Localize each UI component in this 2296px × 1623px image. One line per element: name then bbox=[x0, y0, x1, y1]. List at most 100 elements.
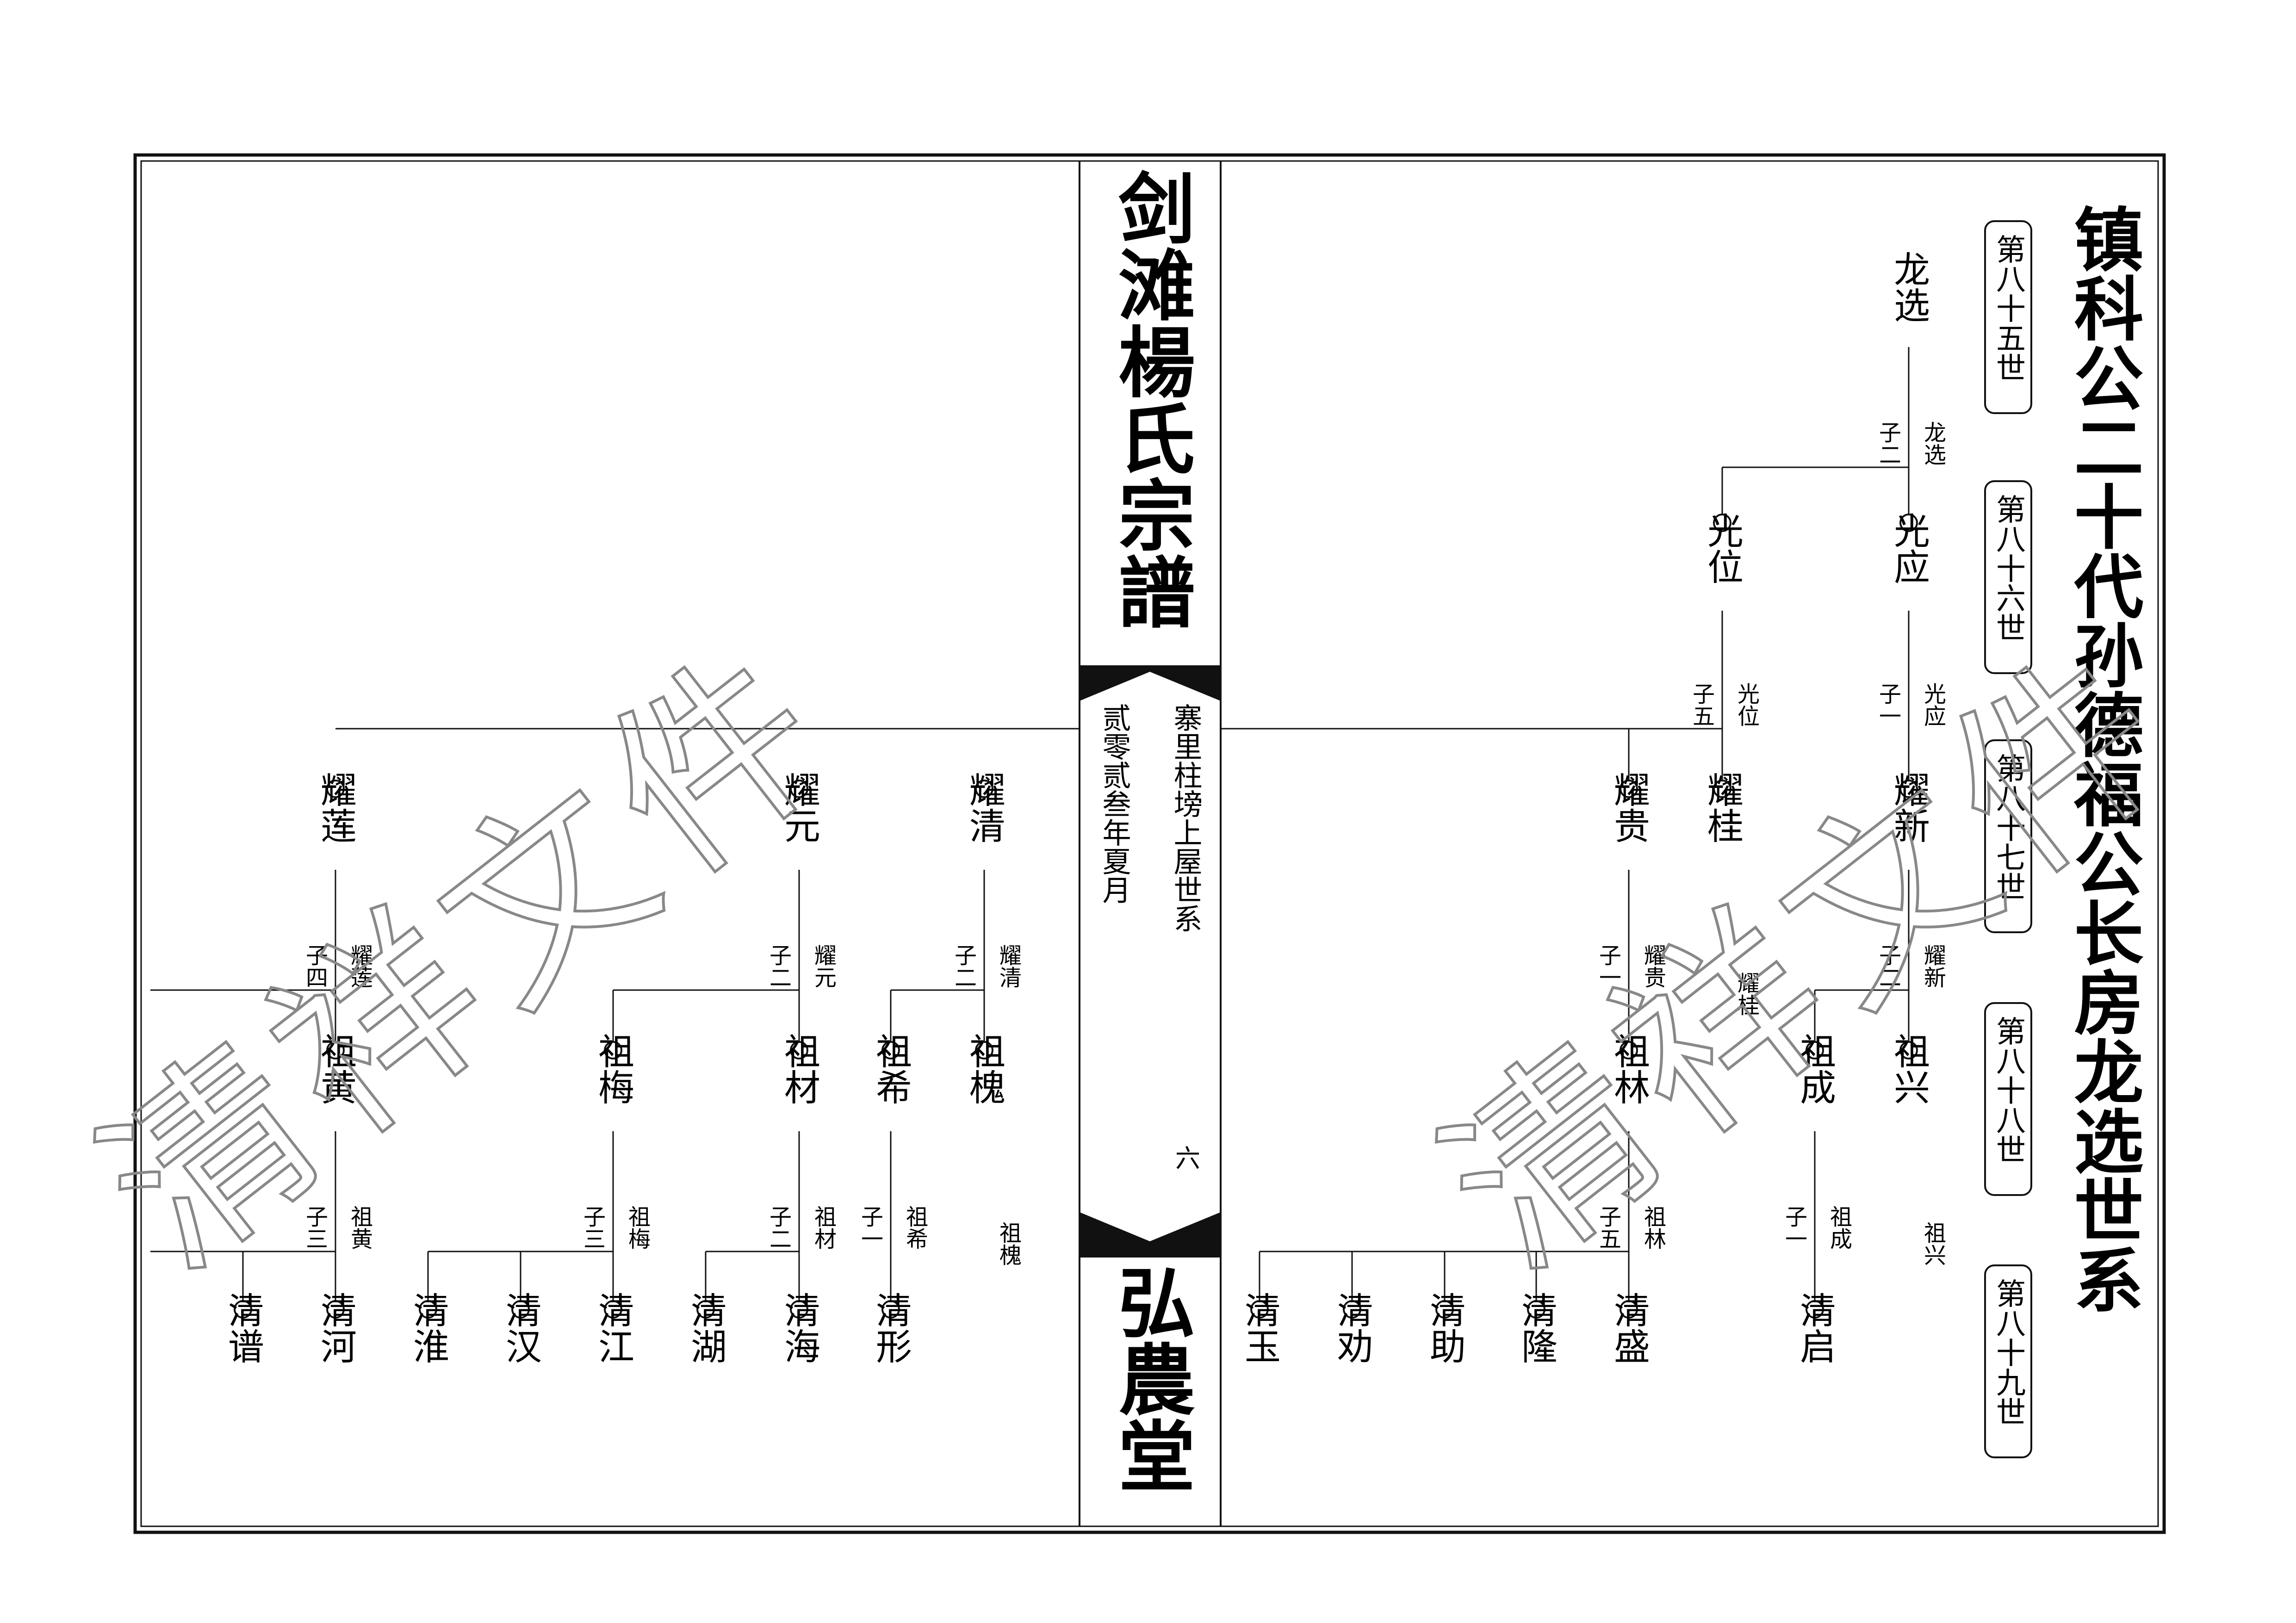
person-node-marker bbox=[1250, 1300, 1269, 1319]
outer-border bbox=[133, 153, 2166, 1534]
person-name: 清湖 bbox=[685, 1292, 726, 1364]
parent-name-label: 耀新 bbox=[1920, 944, 1946, 988]
person-name: 耀桂 bbox=[1701, 771, 1743, 843]
person-node-marker bbox=[326, 780, 345, 798]
generation-badge bbox=[1984, 1002, 2032, 1196]
parent-name-label: 龙选 bbox=[1920, 421, 1946, 465]
tree-lines bbox=[150, 347, 1910, 1301]
person-name: 清玉 bbox=[1239, 1292, 1280, 1364]
person-name: 祖梅 bbox=[592, 1033, 634, 1105]
parent-name-label: 祖梅 bbox=[624, 1205, 650, 1250]
spine: 剑滩楊氏宗譜 弘農堂 寨里柱塝上屋世系 贰零贰叁年夏月 六 bbox=[1079, 161, 1222, 1526]
person-name: 祖槐 bbox=[963, 1033, 1005, 1105]
person-node-marker bbox=[1899, 780, 1918, 798]
person-name: 祖成 bbox=[1794, 1033, 1836, 1105]
person-node-marker bbox=[234, 1300, 252, 1319]
son-count-label: 子五 bbox=[1688, 682, 1714, 727]
parent-name-label: 光应 bbox=[1920, 682, 1946, 727]
spine-title: 剑滩楊氏宗譜 bbox=[1105, 169, 1195, 630]
person-node-marker bbox=[975, 1041, 993, 1059]
person-name: 耀清 bbox=[963, 771, 1005, 843]
son-count-label: 子二 bbox=[1875, 944, 1901, 988]
person-node-marker bbox=[604, 1041, 622, 1059]
person-node-marker bbox=[326, 1041, 345, 1059]
generation-label: 第八十六世 bbox=[1991, 494, 2025, 642]
person-name: 耀新 bbox=[1888, 771, 1930, 843]
person-name: 清河 bbox=[315, 1292, 356, 1364]
parent-name-label: 祖希 bbox=[902, 1205, 928, 1250]
son-count-label: 子二 bbox=[765, 1205, 791, 1250]
person-name: 祖材 bbox=[778, 1033, 820, 1105]
person-name: 耀莲 bbox=[315, 771, 356, 843]
person-node-marker bbox=[975, 780, 993, 798]
person-name: 清助 bbox=[1424, 1292, 1465, 1364]
person-name: 祖林 bbox=[1608, 1033, 1650, 1105]
person-node-marker bbox=[1343, 1300, 1361, 1319]
person-name: 祖兴 bbox=[1888, 1033, 1930, 1105]
son-count-label: 子一 bbox=[857, 1205, 883, 1250]
son-count-label: 子一 bbox=[1875, 682, 1901, 727]
tree-annotations: 子二龙选子一光应子五光位子二耀新子一耀贵子二耀清子二耀元子四耀莲子一祖成子五祖林… bbox=[302, 421, 1946, 1266]
person-node-marker bbox=[604, 1300, 622, 1319]
person-node-marker bbox=[1620, 1041, 1638, 1059]
person-node-marker bbox=[1806, 1300, 1824, 1319]
parent-name-label: 耀贵 bbox=[1640, 944, 1666, 988]
generation-badge bbox=[1984, 220, 2032, 414]
tree-nodes: 龙选光应光位耀新耀桂耀贵耀清耀元耀莲祖兴祖成祖林祖槐祖希祖材祖梅祖黄清启清盛清隆… bbox=[222, 251, 1930, 1364]
parent-name-label: 祖材 bbox=[810, 1205, 836, 1250]
parent-name-label: 光位 bbox=[1733, 682, 1759, 727]
person-node-marker bbox=[326, 1300, 345, 1319]
person-node-marker bbox=[1620, 780, 1638, 798]
person-node-marker bbox=[1620, 1300, 1638, 1319]
person-name: 清汉 bbox=[500, 1292, 541, 1364]
person-node-marker bbox=[1713, 514, 1731, 532]
person-name: 清形 bbox=[870, 1292, 912, 1364]
son-count-label: 子四 bbox=[302, 944, 328, 988]
son-count-label: 子五 bbox=[1595, 1205, 1621, 1250]
parent-name-label: 祖黄 bbox=[347, 1205, 372, 1250]
person-node-marker bbox=[1713, 780, 1731, 798]
person-name: 耀元 bbox=[778, 771, 820, 843]
spine-date: 贰零贰叁年夏月 bbox=[1098, 703, 1131, 904]
person-name: 清江 bbox=[592, 1292, 634, 1364]
generation-badge bbox=[1984, 1264, 2032, 1458]
generation-badge bbox=[1984, 480, 2032, 674]
person-node-marker bbox=[1527, 1300, 1545, 1319]
inner-border bbox=[140, 160, 2159, 1527]
person-name: 清启 bbox=[1794, 1292, 1836, 1364]
person-node-marker bbox=[790, 1041, 808, 1059]
spine-hall-name: 弘農堂 bbox=[1105, 1263, 1195, 1493]
parent-name-label: 耀莲 bbox=[347, 944, 372, 988]
person-name: 清劝 bbox=[1331, 1292, 1373, 1364]
person-name: 清淮 bbox=[407, 1292, 449, 1364]
parent-name-label: 祖林 bbox=[1640, 1205, 1666, 1250]
generation-label: 第八十八世 bbox=[1991, 1016, 2025, 1164]
person-node-marker bbox=[790, 1300, 808, 1319]
spine-upper-fishtail bbox=[1080, 665, 1221, 701]
person-name: 清谱 bbox=[222, 1292, 264, 1364]
person-name: 清隆 bbox=[1515, 1292, 1557, 1364]
son-count-label: 子三 bbox=[302, 1205, 328, 1250]
person-name: 龙选 bbox=[1888, 251, 1930, 323]
son-count-label: 子三 bbox=[579, 1205, 605, 1250]
son-count-label: 子一 bbox=[1781, 1205, 1807, 1250]
generation-label: 第八十九世 bbox=[1991, 1278, 2025, 1426]
parent-name-label: 耀桂 bbox=[1733, 972, 1759, 1016]
generation-label: 第八十五世 bbox=[1991, 234, 2025, 382]
generation-badge bbox=[1984, 739, 2032, 933]
son-count-label: 子二 bbox=[950, 944, 976, 988]
generation-label: 第八十七世 bbox=[1991, 753, 2025, 901]
person-name: 清海 bbox=[778, 1292, 820, 1364]
son-count-label: 子一 bbox=[1595, 944, 1621, 988]
person-node-marker bbox=[1435, 1300, 1454, 1319]
person-node-marker bbox=[511, 1300, 530, 1319]
parent-name-label: 祖槐 bbox=[995, 1221, 1021, 1266]
person-node-marker bbox=[881, 1300, 900, 1319]
person-node-marker bbox=[1899, 1041, 1918, 1059]
parent-name-label: 祖兴 bbox=[1920, 1221, 1946, 1266]
person-name: 光应 bbox=[1888, 512, 1930, 584]
person-name: 清盛 bbox=[1608, 1292, 1650, 1364]
